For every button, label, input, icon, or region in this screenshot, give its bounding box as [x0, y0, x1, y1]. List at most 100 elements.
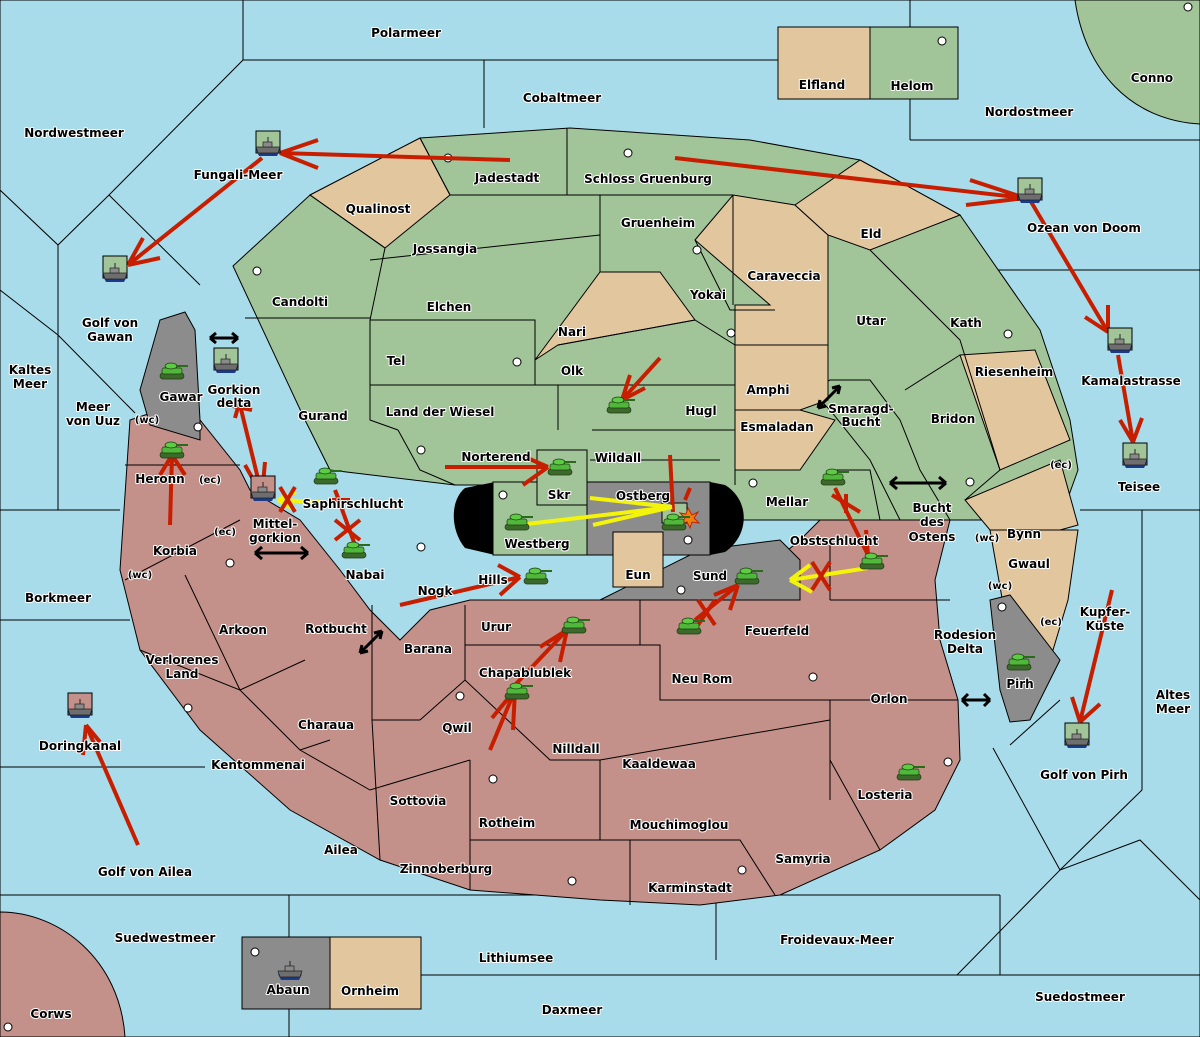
- label-cobaltmeer: Cobaltmeer: [523, 91, 601, 105]
- move-arrow: [399, 563, 522, 607]
- label-nilldall: Nilldall: [552, 742, 599, 756]
- label-heronn: Heronn: [135, 472, 184, 486]
- double-arrow-icon: [816, 384, 842, 410]
- supply-center-icon: [225, 558, 235, 568]
- label-mouchi: Mouchimoglou: [630, 818, 729, 832]
- army-unit-icon[interactable]: [341, 541, 370, 559]
- supply-center-icon: [692, 245, 702, 255]
- label-charaua: Charaua: [298, 718, 354, 732]
- label-bucht-2: des: [920, 515, 944, 529]
- fleet-unit-icon[interactable]: [1064, 729, 1090, 748]
- fleet-unit-icon[interactable]: [67, 699, 93, 718]
- army-unit-icon[interactable]: [896, 763, 925, 781]
- fleet-unit-icon[interactable]: [1122, 449, 1148, 468]
- move-arrow: [668, 454, 692, 513]
- fleet-unit-icon[interactable]: [1107, 334, 1133, 353]
- supply-center-icon: [1183, 2, 1193, 12]
- label-schloss: Schloss Gruenburg: [584, 172, 712, 186]
- army-unit-icon[interactable]: [1006, 653, 1035, 671]
- coast-tag-wc: (wc): [975, 533, 999, 544]
- label-bucht-1: Bucht: [912, 501, 951, 515]
- label-daxmeer: Daxmeer: [542, 1003, 603, 1017]
- army-unit-icon[interactable]: [820, 468, 849, 486]
- label-orlon: Orlon: [870, 692, 907, 706]
- army-unit-icon[interactable]: [561, 616, 590, 634]
- label-mittel-1: Mittel-: [253, 517, 298, 531]
- label-rotbucht: Rotbucht: [305, 622, 367, 636]
- province-riesenheim[interactable]: [959, 349, 1071, 471]
- label-obst: Obstschlucht: [790, 534, 879, 548]
- label-uuz-1: Meer: [76, 400, 110, 414]
- label-gorkion-1: Gorkion: [208, 383, 261, 397]
- label-qualinost: Qualinost: [346, 202, 411, 216]
- label-verl-1: Verlorenes: [146, 653, 219, 667]
- army-unit-icon[interactable]: [734, 567, 763, 585]
- label-eld: Eld: [861, 227, 882, 241]
- army-unit-icon[interactable]: [523, 567, 552, 585]
- supply-center-icon: [512, 357, 522, 367]
- army-unit-icon[interactable]: [859, 552, 888, 570]
- coast-tag-ec: (ec): [1040, 617, 1062, 628]
- province-ornheim[interactable]: [329, 936, 422, 1010]
- label-golf-ailea: Golf von Ailea: [98, 865, 192, 879]
- supply-center-icon: [250, 947, 260, 957]
- province-eun[interactable]: [612, 531, 664, 588]
- move-arrow: [1116, 354, 1144, 444]
- label-rodesion-2: Delta: [947, 642, 983, 656]
- label-kupfer-1: Kupfer-: [1080, 605, 1130, 619]
- province-amphi[interactable]: [734, 344, 829, 411]
- order-arrows: [81, 138, 1144, 846]
- label-candolti: Candolti: [272, 295, 328, 309]
- supply-center-icon: [193, 422, 203, 432]
- army-unit-icon[interactable]: [504, 682, 533, 700]
- province-elfland[interactable]: [777, 26, 871, 100]
- province-nari[interactable]: [534, 271, 696, 361]
- label-borkmeer: Borkmeer: [25, 591, 91, 605]
- fleet-unit-icon[interactable]: [277, 961, 303, 980]
- army-unit-icon[interactable]: [313, 467, 342, 485]
- label-gwaul: Gwaul: [1008, 557, 1050, 571]
- army-unit-icon[interactable]: [676, 617, 705, 635]
- fleet-unit-icon[interactable]: [250, 482, 276, 501]
- province-gwaul[interactable]: [989, 529, 1079, 662]
- province-skr[interactable]: [536, 449, 588, 506]
- label-kamala: Kamalastrasse: [1081, 374, 1181, 388]
- province-corws[interactable]: [0, 911, 126, 1037]
- label-ozean: Ozean von Doom: [1027, 221, 1141, 235]
- province-conno[interactable]: [1074, 0, 1200, 125]
- army-unit-icon[interactable]: [661, 513, 690, 531]
- label-chapa: Chapablublek: [479, 666, 572, 680]
- label-skr: Skr: [548, 488, 571, 502]
- label-nogk: Nogk: [418, 584, 454, 598]
- label-abaun: Abaun: [266, 983, 309, 997]
- label-esmaladan: Esmaladan: [740, 420, 813, 434]
- label-uuz-2: von Uuz: [66, 414, 120, 428]
- label-ailea: Ailea: [324, 843, 358, 857]
- label-caraveccia: Caraveccia: [747, 269, 820, 283]
- label-nordostmeer: Nordostmeer: [985, 105, 1074, 119]
- move-arrow: [445, 455, 550, 487]
- supply-center-icon: [3, 1022, 13, 1032]
- fleet-unit-icon[interactable]: [213, 354, 239, 373]
- province-pirh[interactable]: [989, 594, 1061, 723]
- fleets: [67, 137, 1148, 980]
- support-arrow: [788, 563, 869, 594]
- label-kupfer-2: Küste: [1086, 619, 1125, 633]
- fleet-unit-icon[interactable]: [1017, 184, 1043, 203]
- province-bynn[interactable]: [964, 459, 1079, 531]
- province-eld[interactable]: [794, 159, 962, 251]
- army-unit-icon[interactable]: [159, 441, 188, 459]
- fleet-unit-icon[interactable]: [255, 137, 281, 156]
- label-bridon: Bridon: [931, 412, 976, 426]
- army-unit-icon[interactable]: [159, 362, 188, 380]
- supply-center-icon: [997, 602, 1007, 612]
- army-unit-icon[interactable]: [606, 396, 635, 414]
- fleet-unit-icon[interactable]: [102, 263, 128, 282]
- move-arrow: [279, 138, 511, 170]
- supply-center-icon: [683, 535, 693, 545]
- label-smaragd-1: Smaragd-: [828, 402, 893, 416]
- army-unit-icon[interactable]: [547, 458, 576, 476]
- supply-center-icon: [498, 490, 508, 500]
- coast-tag-ec: (ec): [199, 475, 221, 486]
- army-unit-icon[interactable]: [504, 513, 533, 531]
